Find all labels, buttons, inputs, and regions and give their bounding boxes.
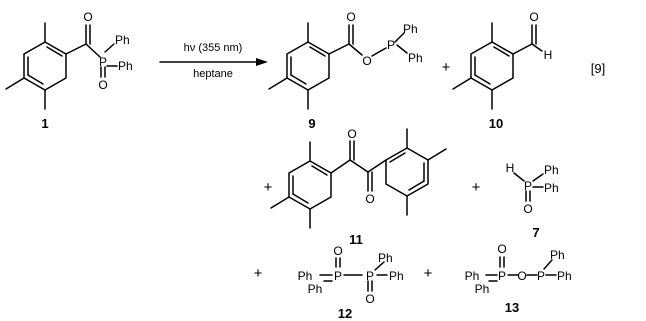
compound-7-structure: H P Ph Ph O <box>506 161 559 216</box>
atom-label: Ph <box>475 282 490 296</box>
atom-label: Ph <box>403 22 418 36</box>
atom-label: O <box>529 10 538 24</box>
atom-label: O <box>362 54 371 68</box>
atom-label: P <box>366 269 374 283</box>
atom-label: O <box>497 242 506 256</box>
atom-label: Ph <box>118 59 133 73</box>
atom-label: O <box>517 269 526 283</box>
atom-label: O <box>333 244 342 258</box>
compound-10-label: 10 <box>489 116 503 131</box>
atom-label: Ph <box>308 282 323 296</box>
atom-label: P <box>498 269 506 283</box>
equation-number: [9] <box>591 61 605 76</box>
compound-1-label: 1 <box>41 116 48 131</box>
atom-label: Ph <box>557 269 572 283</box>
plus-sign: + <box>264 179 273 196</box>
compound-12-structure: O P Ph Ph P O Ph Ph <box>298 244 404 306</box>
atom-label: O <box>83 10 92 24</box>
atom-label: H <box>506 161 515 175</box>
atom-label: O <box>347 127 356 141</box>
atom-label: H <box>544 48 553 62</box>
plus-sign: + <box>424 265 433 282</box>
reaction-arrow <box>159 58 268 66</box>
plus-sign: + <box>442 59 451 76</box>
atom-label: O <box>98 78 107 92</box>
atom-label: O <box>365 192 374 206</box>
plus-sign: + <box>254 265 263 282</box>
compound-9-structure: O O P Ph Ph <box>268 10 423 110</box>
atom-label: Ph <box>115 33 130 47</box>
atom-label: P <box>334 269 342 283</box>
atom-label: P <box>387 38 395 52</box>
atom-label: Ph <box>544 163 559 177</box>
conditions-above: hν (355 nm) <box>184 42 243 54</box>
atom-label: O <box>346 10 355 24</box>
atom-label: O <box>523 202 532 216</box>
plus-sign: + <box>472 179 481 196</box>
atom-label: P <box>524 179 532 193</box>
atom-label: Ph <box>378 251 393 265</box>
compound-13-label: 13 <box>505 300 519 315</box>
atom-label: P <box>99 55 107 69</box>
atom-label: Ph <box>550 248 565 262</box>
conditions-below: heptane <box>193 68 233 80</box>
atom-label: Ph <box>298 269 313 283</box>
atom-label: Ph <box>408 51 423 65</box>
atom-label: Ph <box>389 269 404 283</box>
compound-9-label: 9 <box>308 116 315 131</box>
compound-11-structure: O O <box>270 127 447 229</box>
compound-7-label: 7 <box>532 225 539 240</box>
compound-11-label: 11 <box>349 232 363 247</box>
atom-label: O <box>365 292 374 306</box>
compound-12-label: 12 <box>338 306 352 321</box>
atom-label: Ph <box>465 269 480 283</box>
atom-label: Ph <box>544 181 559 195</box>
atom-label: P <box>537 269 545 283</box>
compound-10-structure: O H <box>452 10 553 110</box>
compound-1-structure: O P Ph Ph O <box>5 10 133 110</box>
compound-13-structure: O P Ph Ph O P Ph Ph <box>465 242 572 296</box>
